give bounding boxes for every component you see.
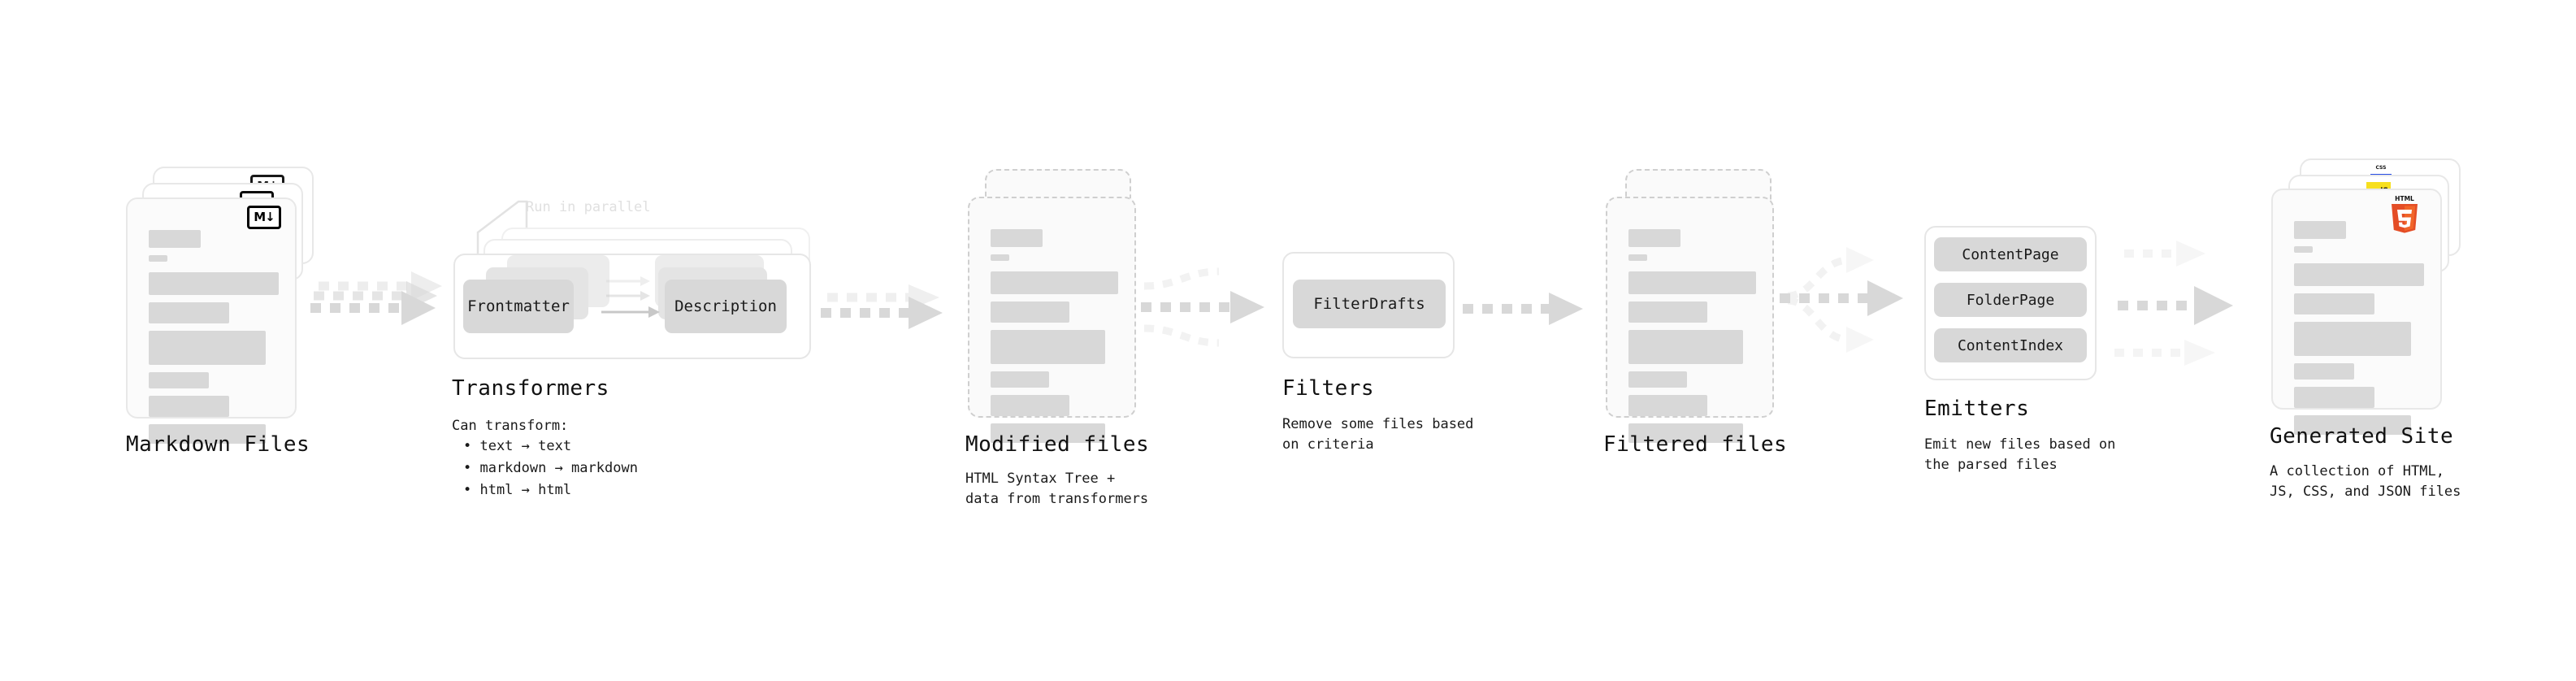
arrow-filtered-to-emitters [1780,247,1903,353]
generated-site-title: Generated Site [2270,424,2454,449]
filtered-files-title: Filtered files [1603,432,1788,457]
html5-badge: HTML [2392,195,2418,233]
placeholder-bar [149,272,279,295]
placeholder-bar [2294,246,2313,253]
placeholder-bar [2294,363,2354,380]
filters-title: Filters [1282,376,1375,401]
svg-text:HTML: HTML [2395,195,2414,202]
transformer-inner-arrows [601,276,660,318]
transformer-chip-frontmatter[interactable]: Frontmatter [463,280,574,333]
markdown-badge: M↓ [247,206,281,229]
transformers-bullet-1: • markdown → markdown [463,460,638,476]
filters-subtitle-0: Remove some files based [1282,416,1474,432]
emitters-subtitle-0: Emit new files based on [1924,436,2116,453]
modified-card-front [968,197,1136,443]
placeholder-bar [1628,395,1708,416]
arrow-emitters-to-site [2114,241,2233,366]
arrow-filters-to-filtered [1463,293,1583,325]
modified-files-title: Modified files [965,432,1150,457]
arrow-modified-to-filters [1141,267,1264,347]
placeholder-bar [2294,387,2375,408]
generated-site-subtitle-0: A collection of HTML, [2270,463,2444,479]
transformer-chip-description[interactable]: Description [665,280,787,333]
transformers-bullet-2: • html → html [463,482,572,498]
placeholder-bar [1628,371,1688,388]
emitter-chip-contentpage[interactable]: ContentPage [1934,237,2087,271]
placeholder-bar [1628,423,1744,443]
placeholder-bar [149,372,209,388]
markdown-card-front [126,197,297,444]
placeholder-bar [2294,322,2411,356]
markdown-card-placeholder-bars [149,230,279,444]
placeholder-bar [991,371,1050,388]
modified-files-subtitle-0: HTML Syntax Tree + [965,471,1116,487]
filters-subtitle-1: on criteria [1282,436,1374,453]
placeholder-bar [991,254,1009,261]
transformers-bullet-0: • text → text [463,438,572,454]
placeholder-bar [991,229,1043,247]
placeholder-bar [1628,301,1708,323]
filtered-card-front [1606,197,1774,443]
placeholder-bar [1628,271,1756,294]
generated-site-subtitle-1: JS, CSS, and JSON files [2270,484,2461,500]
site-card-placeholder-bars [2294,221,2424,435]
arrow-transformers-to-modified [821,284,943,329]
placeholder-bar [991,301,1070,323]
placeholder-bar [991,271,1118,294]
run-in-parallel-bracket [476,200,528,257]
transformers-subtitle: Can transform: [452,418,569,434]
placeholder-bar [2294,415,2411,435]
placeholder-bar [2294,293,2375,314]
placeholder-bar [2294,221,2346,239]
placeholder-bar [149,424,266,444]
placeholder-bar [991,423,1106,443]
emitter-chip-contentindex[interactable]: ContentIndex [1934,328,2087,362]
placeholder-bar [1628,330,1744,364]
placeholder-bar [991,330,1106,364]
markdown-files-title: Markdown Files [126,432,310,457]
emitters-subtitle-1: the parsed files [1924,457,2058,473]
placeholder-bar [149,255,167,262]
emitter-chip-folderpage[interactable]: FolderPage [1934,283,2087,317]
placeholder-bar [1628,254,1647,261]
placeholder-bar [149,396,230,417]
modified-files-subtitle-1: data from transformers [965,491,1149,507]
placeholder-bar [2294,263,2424,286]
placeholder-bar [149,331,266,365]
placeholder-bar [149,230,201,248]
transformers-title: Transformers [452,376,609,401]
modified-card-placeholder-bars [991,229,1118,443]
placeholder-bar [991,395,1070,416]
placeholder-bar [1628,229,1680,247]
arrow-markdown-to-transformers [310,271,442,325]
filter-chip-filterdrafts[interactable]: FilterDrafts [1293,280,1446,328]
run-in-parallel-label: Run in parallel [526,199,651,215]
emitters-title: Emitters [1924,397,2030,421]
filtered-card-placeholder-bars [1628,229,1756,443]
placeholder-bar [149,302,230,323]
